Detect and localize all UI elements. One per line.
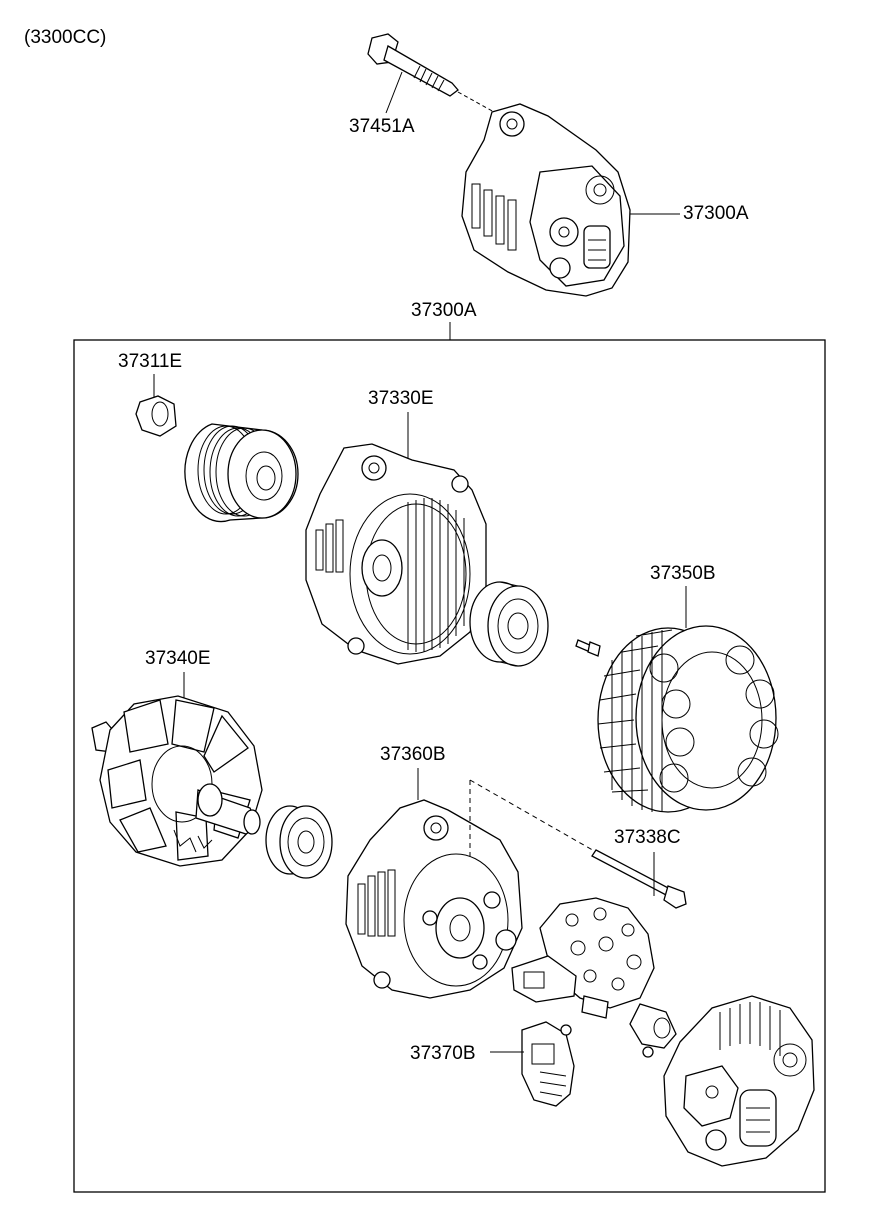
callout-37360b: 37360B [380,744,446,765]
bolt-axis [457,91,495,113]
front-bracket-37330e [305,443,487,665]
rear-bearing [265,805,333,879]
regulator-37370b [521,1021,575,1107]
callout-37300a-box: 37300A [411,300,477,321]
rear-cover [663,995,815,1167]
pulley [184,423,299,523]
bolt-axis-b [469,779,597,853]
engine-label: (3300CC) [24,27,107,48]
callout-37350b: 37350B [650,563,716,584]
callout-37370b: 37370B [410,1043,476,1064]
callout-37451a: 37451A [349,116,415,137]
mounting-bolt-37451a [367,33,459,97]
brush-holder [629,1003,677,1058]
leader-37451a [385,71,403,114]
through-bolt-37338c [591,849,687,909]
callout-37340e: 37340E [145,648,211,669]
front-bearing [469,581,549,667]
pulley-nut-37311e [135,395,177,437]
rear-bracket-37360b [345,799,523,999]
callout-37300a-assy: 37300A [683,203,749,224]
callout-37311e: 37311E [118,351,183,372]
callout-37330e: 37330E [368,388,434,409]
callout-37338c: 37338C [614,827,681,848]
bearing-retainer-screw [575,639,601,657]
stator-37350b [597,625,779,813]
alternator-assembly-37300a [461,103,631,297]
rectifier [511,897,655,1019]
rotor-37340e [91,695,263,867]
